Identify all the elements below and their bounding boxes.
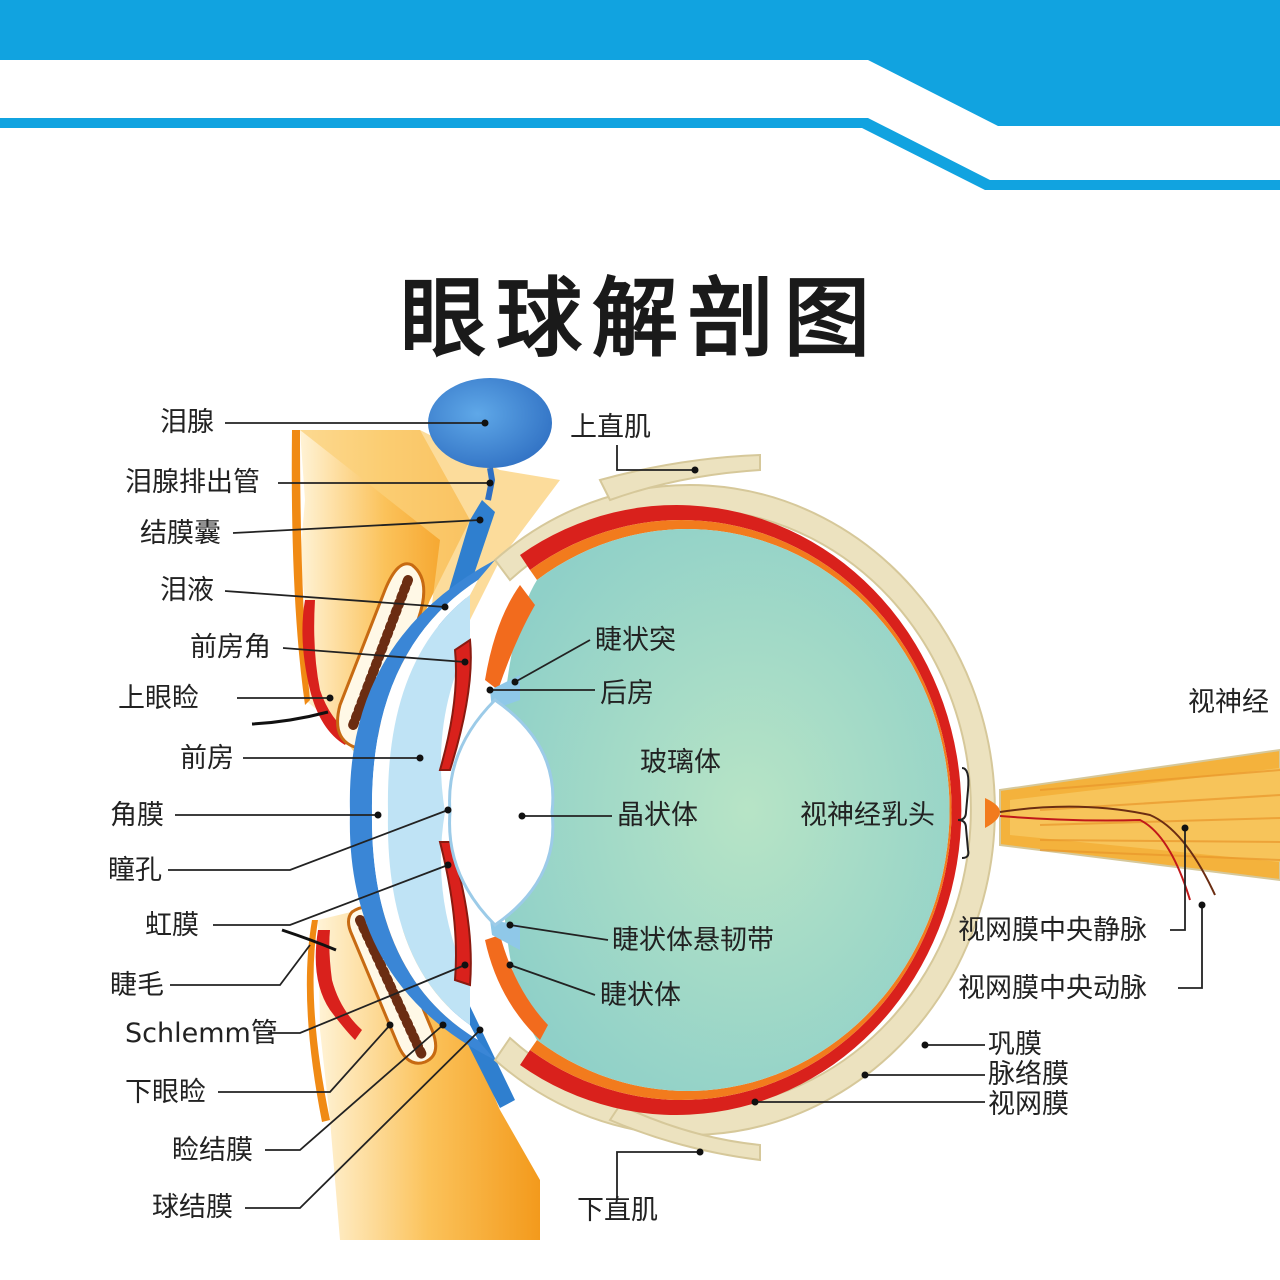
page-title: 眼球解剖图: [400, 269, 880, 369]
vitreous-body: [500, 529, 950, 1091]
lower-eyelash: [281, 928, 337, 952]
upper-eyelash: [251, 710, 329, 726]
inferior-rectus-muscle: [608, 1103, 761, 1162]
label-lacrimal-gland: 泪腺: [160, 407, 214, 438]
lacrimal-duct-shape: [485, 467, 496, 501]
central-retinal-vein-vessel: [999, 805, 1216, 896]
label-ciliary-body: 睫状体: [600, 980, 681, 1011]
label-anterior-chamber: 前房: [180, 743, 234, 774]
leader-dots: [326, 419, 1206, 1156]
optic-disc-shape: [985, 798, 1000, 828]
lens-shape: [448, 698, 555, 927]
optic-nerve: [999, 748, 1280, 882]
label-conjunctival-sac: 结膜囊: [140, 518, 221, 549]
label-lens: 晶状体: [617, 800, 698, 831]
label-central-retinal-vein: 视网膜中央静脉: [958, 915, 1147, 946]
label-schlemm-canal: Schlemm管: [125, 1018, 278, 1049]
cornea-inner: [371, 580, 478, 1040]
label-anterior-chamber-angle: 前房角: [190, 632, 271, 663]
label-lacrimal-duct: 泪腺排出管: [125, 467, 260, 498]
label-superior-rectus: 上直肌: [570, 412, 651, 443]
lower-ciliary-body: [485, 935, 548, 1040]
superior-rectus-muscle: [598, 453, 761, 502]
label-vitreous-body: 玻璃体: [640, 747, 721, 778]
label-palpebral-conjunctiva: 睑结膜: [172, 1135, 253, 1166]
label-posterior-chamber: 后房: [600, 678, 654, 709]
optic-disc-brace: [957, 767, 970, 859]
label-central-retinal-artery: 视网膜中央动脉: [958, 973, 1147, 1004]
cornea-shape: [349, 560, 495, 1060]
leader-lines: [168, 422, 1203, 1209]
label-ciliary-process: 睫状突: [595, 625, 676, 656]
lower-iris: [438, 841, 472, 987]
upper-iris: [438, 638, 472, 771]
label-cornea: 角膜: [110, 800, 164, 831]
label-optic-disc: 视神经乳头: [800, 800, 935, 831]
label-bulbar-conjunctiva: 球结膜: [152, 1192, 233, 1223]
label-inferior-rectus: 下直肌: [577, 1195, 658, 1226]
upper-ciliary-body: [485, 585, 535, 690]
top-banner: [0, 0, 1280, 190]
label-eyelash: 睫毛: [110, 970, 164, 1001]
lacrimal-gland-shape: [428, 378, 552, 468]
anterior-chamber-shape: [387, 595, 470, 1025]
label-sclera: 巩膜: [988, 1029, 1042, 1060]
label-lower-eyelid: 下眼睑: [125, 1077, 206, 1108]
label-optic-nerve: 视神经: [1188, 687, 1269, 718]
label-retina: 视网膜: [988, 1089, 1069, 1120]
label-upper-eyelid: 上眼睑: [118, 683, 199, 714]
label-choroid: 脉络膜: [988, 1059, 1069, 1090]
label-pupil: 瞳孔: [108, 855, 162, 886]
label-iris: 虹膜: [145, 910, 199, 941]
central-retinal-artery-vessel: [999, 815, 1191, 901]
label-tear-fluid: 泪液: [160, 575, 214, 606]
label-zonule: 睫状体悬韧带: [612, 925, 774, 956]
lower-zonule: [490, 920, 520, 950]
